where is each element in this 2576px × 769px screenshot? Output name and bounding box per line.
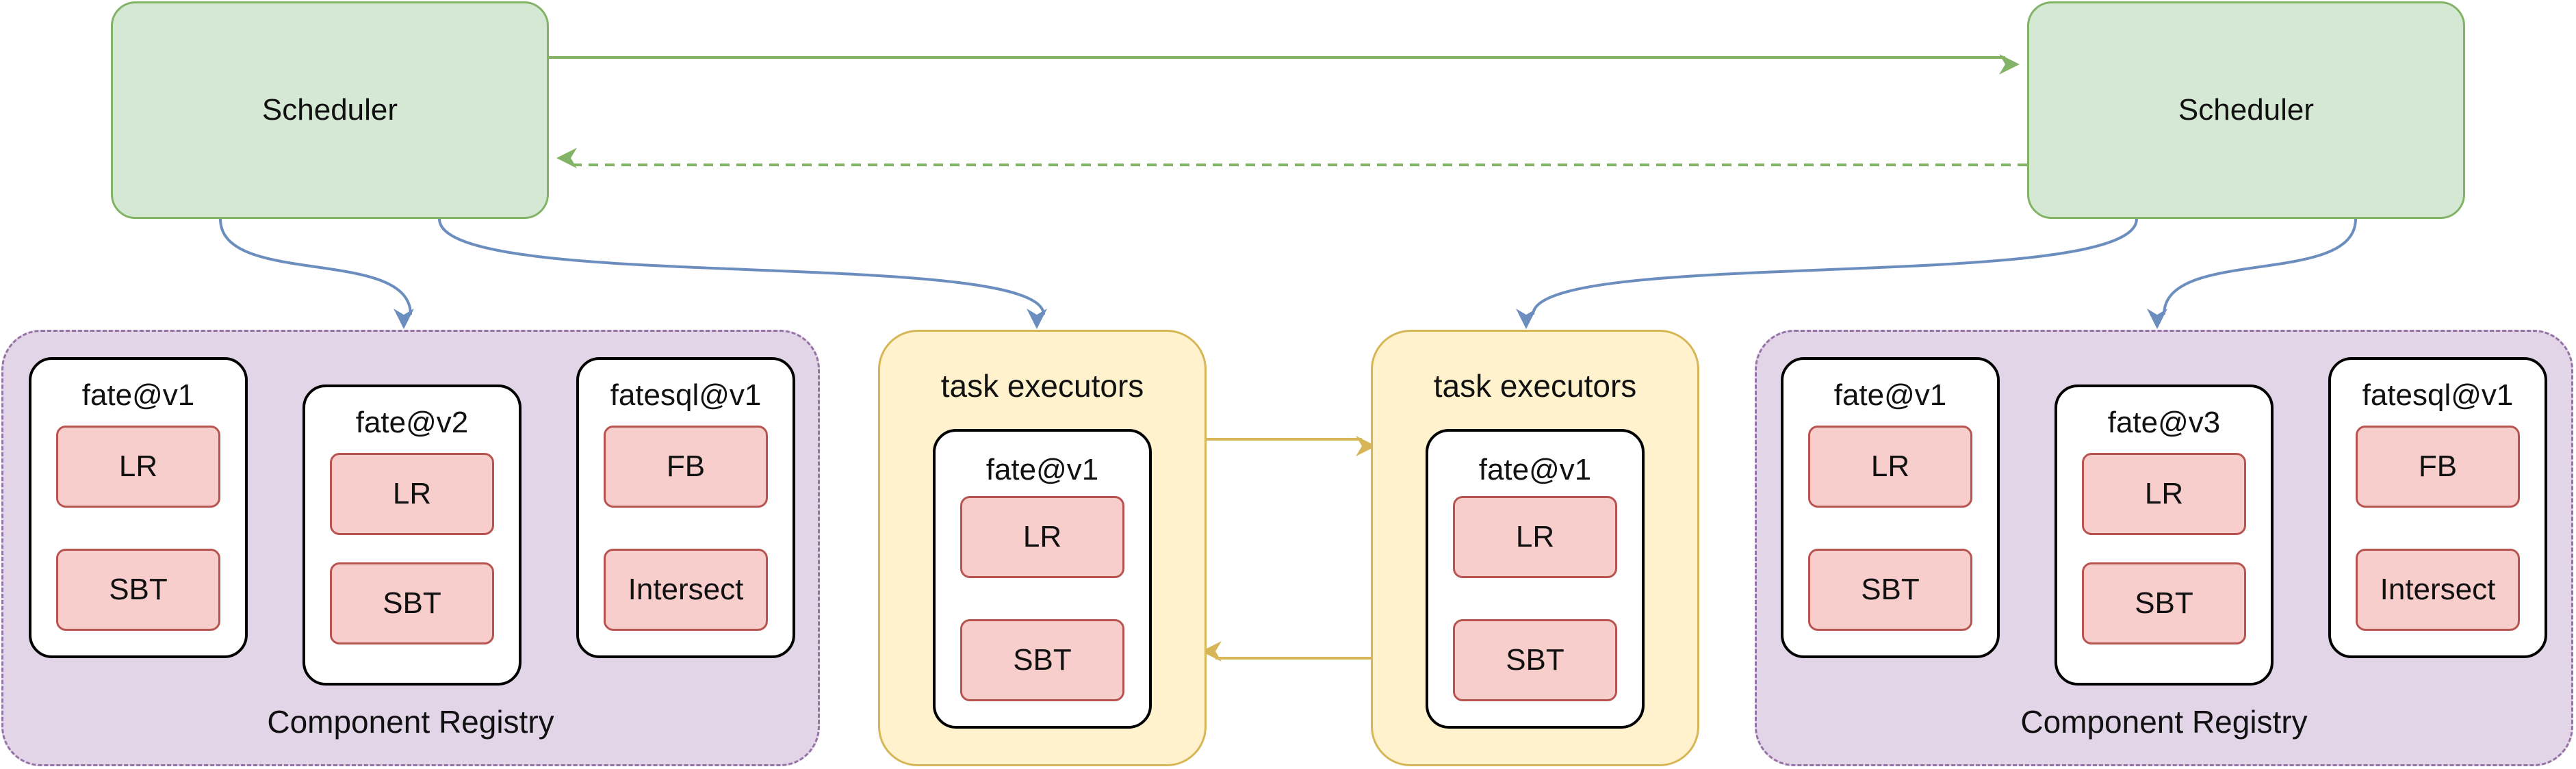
right-executors-label: task executors (1433, 368, 1637, 404)
left-fate-v2-sbt[interactable]: SBT (330, 562, 494, 644)
left-package-fate-v2-label: fate@v2 (355, 406, 469, 439)
component-label: LR (1870, 449, 1910, 483)
left-executor-package-label: fate@v1 (986, 453, 1099, 486)
left-executors-label: task executors (940, 368, 1144, 404)
left-package-fatesql-v1-label: fatesql@v1 (610, 378, 762, 412)
component-label: Intersect (628, 573, 744, 606)
right-fate-v1-lr[interactable]: LR (1808, 426, 1972, 508)
right-fate-v3-lr[interactable]: LR (2082, 453, 2246, 535)
left-fate-v1-sbt[interactable]: SBT (56, 549, 220, 631)
right-executor-lr[interactable]: LR (1453, 496, 1617, 578)
left-fatesql-v1-fb[interactable]: FB (604, 426, 768, 508)
left-fate-v2-lr[interactable]: LR (330, 453, 494, 535)
left-executor-sbt[interactable]: SBT (960, 619, 1124, 701)
component-label: LR (1022, 520, 1062, 553)
component-label: LR (392, 477, 432, 510)
left-scheduler-label: Scheduler (261, 93, 398, 127)
right-scheduler-label: Scheduler (2178, 93, 2315, 127)
right-package-fate-v3-label: fate@v3 (2107, 406, 2221, 439)
right-fatesql-v1-intersect[interactable]: Intersect (2356, 549, 2520, 631)
right-fatesql-v1-fb[interactable]: FB (2356, 426, 2520, 508)
right-executor-sbt[interactable]: SBT (1453, 619, 1617, 701)
component-label: FB (666, 449, 706, 483)
left-executor-lr[interactable]: LR (960, 496, 1124, 578)
component-label: Intersect (2380, 573, 2496, 606)
right-registry-label: Component Registry (2020, 704, 2308, 740)
right-fate-v3-sbt[interactable]: SBT (2082, 562, 2246, 644)
component-label: SBT (2135, 586, 2193, 620)
component-label: SBT (1506, 643, 1564, 677)
component-label: LR (1515, 520, 1555, 553)
left-fatesql-v1-intersect[interactable]: Intersect (604, 549, 768, 631)
left-package-fate-v1-label: fate@v1 (81, 378, 195, 412)
right-package-fatesql-v1-label: fatesql@v1 (2362, 378, 2514, 412)
component-label: SBT (1861, 573, 1920, 606)
left-scheduler[interactable]: Scheduler (111, 1, 549, 219)
component-label: FB (2418, 449, 2458, 483)
right-scheduler[interactable]: Scheduler (2027, 1, 2465, 219)
right-executor-package-label: fate@v1 (1478, 453, 1592, 486)
left-registry-label: Component Registry (267, 704, 554, 740)
left-fate-v1-lr[interactable]: LR (56, 426, 220, 508)
component-label: SBT (109, 573, 168, 606)
left-scheduler-to-registry-arrow (219, 218, 414, 330)
right-package-fate-v1-label: fate@v1 (1833, 378, 1947, 412)
right-scheduler-to-registry-arrow (2147, 218, 2357, 329)
left-scheduler-to-executors-arrow (438, 218, 1047, 330)
component-label: LR (2144, 477, 2184, 510)
component-label: SBT (1013, 643, 1072, 677)
component-label: SBT (383, 586, 441, 620)
right-fate-v1-sbt[interactable]: SBT (1808, 549, 1972, 631)
component-label: LR (118, 449, 158, 483)
right-scheduler-to-executors-arrow (1516, 218, 2138, 329)
